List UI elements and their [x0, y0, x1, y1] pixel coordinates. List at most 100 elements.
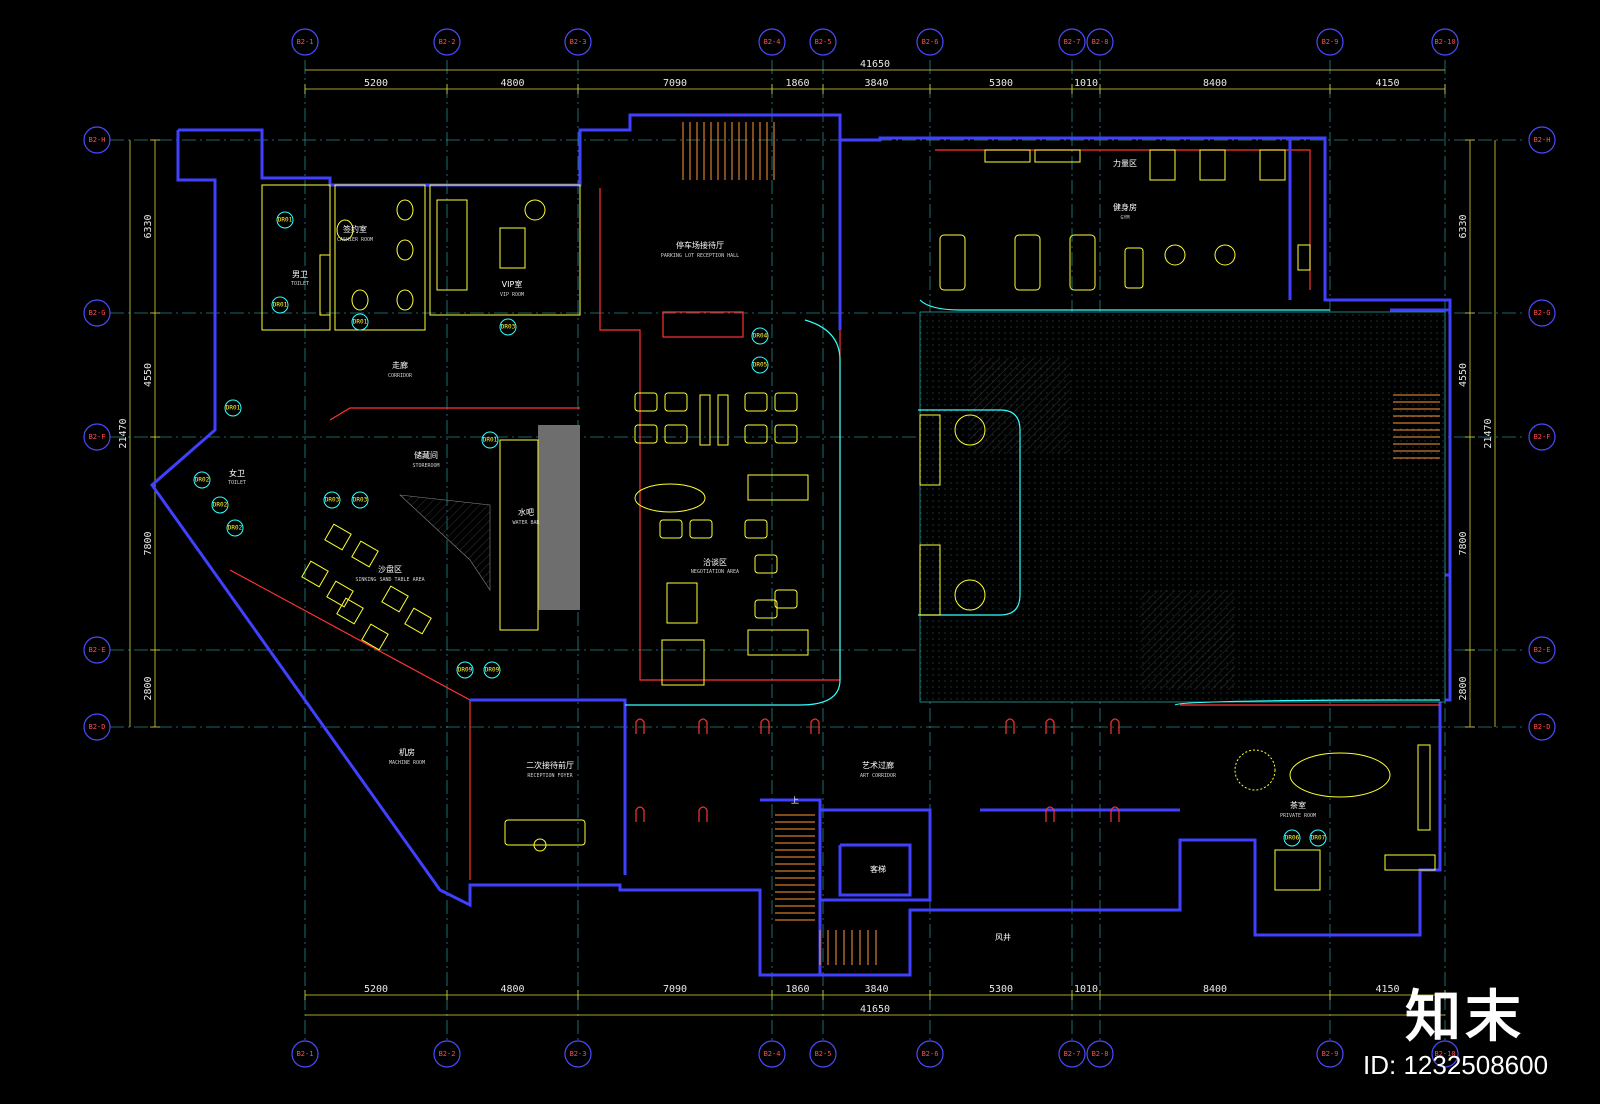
svg-text:CORRIDOR: CORRIDOR: [388, 373, 413, 379]
door-tag: DR06: [1285, 835, 1300, 842]
svg-text:MACHINE ROOM: MACHINE ROOM: [389, 760, 425, 766]
dim-label-y: 6330: [1458, 214, 1469, 238]
dim-label-x: 7090: [663, 78, 687, 89]
svg-text:B2-D: B2-D: [89, 723, 106, 731]
label-shaft: 风井: [995, 932, 1011, 942]
svg-text:STOREROOM: STOREROOM: [412, 463, 439, 469]
svg-text:B2-7: B2-7: [1064, 38, 1081, 46]
svg-text:PARKING LOT RECEPTION HALL: PARKING LOT RECEPTION HALL: [661, 253, 739, 259]
dim-label-x: 8400: [1203, 78, 1227, 89]
door-tag: DR09: [485, 667, 500, 674]
svg-text:B2-G: B2-G: [89, 309, 106, 317]
svg-text:CASHIER ROOM: CASHIER ROOM: [337, 237, 373, 243]
dim-label-x: 5200: [364, 78, 388, 89]
axis-bubble-x: B2-10: [1431, 1040, 1459, 1068]
dim-label-x: 3840: [864, 78, 888, 89]
axis-bubble-x: B2-4: [758, 1040, 786, 1068]
door-tag: DR01: [353, 319, 368, 326]
door-tag: DR05: [753, 362, 768, 369]
axis-bubble-x: B2-1: [291, 1040, 319, 1068]
svg-text:B2-9: B2-9: [1322, 38, 1339, 46]
door-tag: DR04: [753, 333, 768, 340]
label-elevator: 客梯: [870, 864, 886, 874]
dim-total-x: 41650: [860, 1004, 890, 1015]
label-up: 上: [791, 796, 799, 805]
svg-text:B2-9: B2-9: [1322, 1050, 1339, 1058]
svg-text:ART CORRIDOR: ART CORRIDOR: [860, 773, 897, 779]
axis-bubble-x: B2-3: [564, 1040, 592, 1068]
dim-label-y: 7800: [143, 531, 154, 555]
svg-text:WATER BAR: WATER BAR: [512, 520, 540, 526]
dim-label-x: 7090: [663, 984, 687, 995]
svg-text:TOILET: TOILET: [291, 281, 309, 287]
door-tag: DR09: [458, 667, 473, 674]
axis-bubble-x: B2-2: [433, 28, 461, 56]
door-tag: DR02: [228, 525, 243, 532]
axis-bubble-x: B2-6: [916, 28, 944, 56]
axis-bubble-x: B2-7: [1058, 1040, 1086, 1068]
dim-label-y: 2800: [143, 676, 154, 700]
svg-text:PRIVATE ROOM: PRIVATE ROOM: [1280, 813, 1316, 819]
dim-label-x: 5300: [989, 984, 1013, 995]
label-strength: 力量区: [1113, 158, 1137, 168]
dim-label-x: 8400: [1203, 984, 1227, 995]
svg-text:B2-E: B2-E: [89, 646, 106, 654]
svg-text:RECEPTION FOYER: RECEPTION FOYER: [527, 773, 573, 779]
dim-label-x: 4150: [1375, 78, 1399, 89]
axis-bubble-y: B2-E: [83, 636, 111, 664]
label-reception-foyer: 二次接待前厅: [526, 760, 574, 770]
svg-text:B2-7: B2-7: [1064, 1050, 1081, 1058]
axis-bubble-y: B2-H: [1528, 126, 1556, 154]
dim-label-y: 4550: [143, 363, 154, 387]
label-machine-room: 机房: [399, 747, 415, 757]
label-private-room: 茶室: [1290, 800, 1306, 810]
svg-text:B2-D: B2-D: [1534, 723, 1551, 731]
door-tag: DR01: [278, 217, 293, 224]
axis-bubble-y: B2-E: [1528, 636, 1556, 664]
svg-text:B2-H: B2-H: [1534, 136, 1551, 144]
watermark-id: ID: 1232508600: [1363, 1050, 1549, 1080]
axis-bubble-x: B2-3: [564, 28, 592, 56]
dim-total-y: 21470: [1483, 418, 1494, 448]
dim-label-x: 3840: [864, 984, 888, 995]
svg-text:B2-3: B2-3: [570, 1050, 587, 1058]
axis-bubble-x: B2-1: [291, 28, 319, 56]
dim-label-x: 5200: [364, 984, 388, 995]
door-tag: DR01: [273, 302, 288, 309]
dim-total-y: 21470: [118, 418, 129, 448]
svg-text:B2-F: B2-F: [1534, 433, 1551, 441]
svg-text:TOILET: TOILET: [228, 480, 246, 486]
label-negotiation: 洽谈区: [703, 557, 727, 567]
axis-bubble-x: B2-8: [1086, 28, 1114, 56]
svg-text:B2-8: B2-8: [1092, 1050, 1109, 1058]
dim-label-x: 1860: [785, 984, 809, 995]
door-tag: DR07: [1311, 835, 1326, 842]
axis-bubble-y: B2-F: [1528, 423, 1556, 451]
door-tag: DR03: [353, 497, 368, 504]
axis-bubble-y: B2-G: [83, 299, 111, 327]
axis-bubble-x: B2-5: [809, 28, 837, 56]
label-art-corridor: 艺术过廊: [862, 760, 894, 770]
svg-text:B2-4: B2-4: [764, 38, 781, 46]
svg-text:B2-2: B2-2: [439, 1050, 456, 1058]
axis-bubble-x: B2-6: [916, 1040, 944, 1068]
furniture: [261, 122, 1440, 965]
axis-bubble-x: B2-7: [1058, 28, 1086, 56]
axis-bubble-x: B2-2: [433, 1040, 461, 1068]
door-tag: DR01: [483, 437, 498, 444]
svg-text:B2-5: B2-5: [815, 1050, 832, 1058]
door-tag: DR03: [501, 324, 516, 331]
svg-text:B2-E: B2-E: [1534, 646, 1551, 654]
label-sand-table: 沙盘区: [378, 564, 402, 574]
dim-label-y: 4550: [1458, 363, 1469, 387]
door-tag: DR03: [325, 497, 340, 504]
label-gym: 健身房: [1113, 202, 1137, 212]
label-water-bar: 水吧: [518, 507, 534, 517]
svg-text:B2-1: B2-1: [297, 38, 314, 46]
dim-label-x: 5300: [989, 78, 1013, 89]
axis-bubble-x: B2-8: [1086, 1040, 1114, 1068]
watermark-logo: 知末: [1405, 985, 1525, 1050]
svg-text:B2-5: B2-5: [815, 38, 832, 46]
label-parking-hall: 停车场接待厅: [676, 240, 724, 250]
